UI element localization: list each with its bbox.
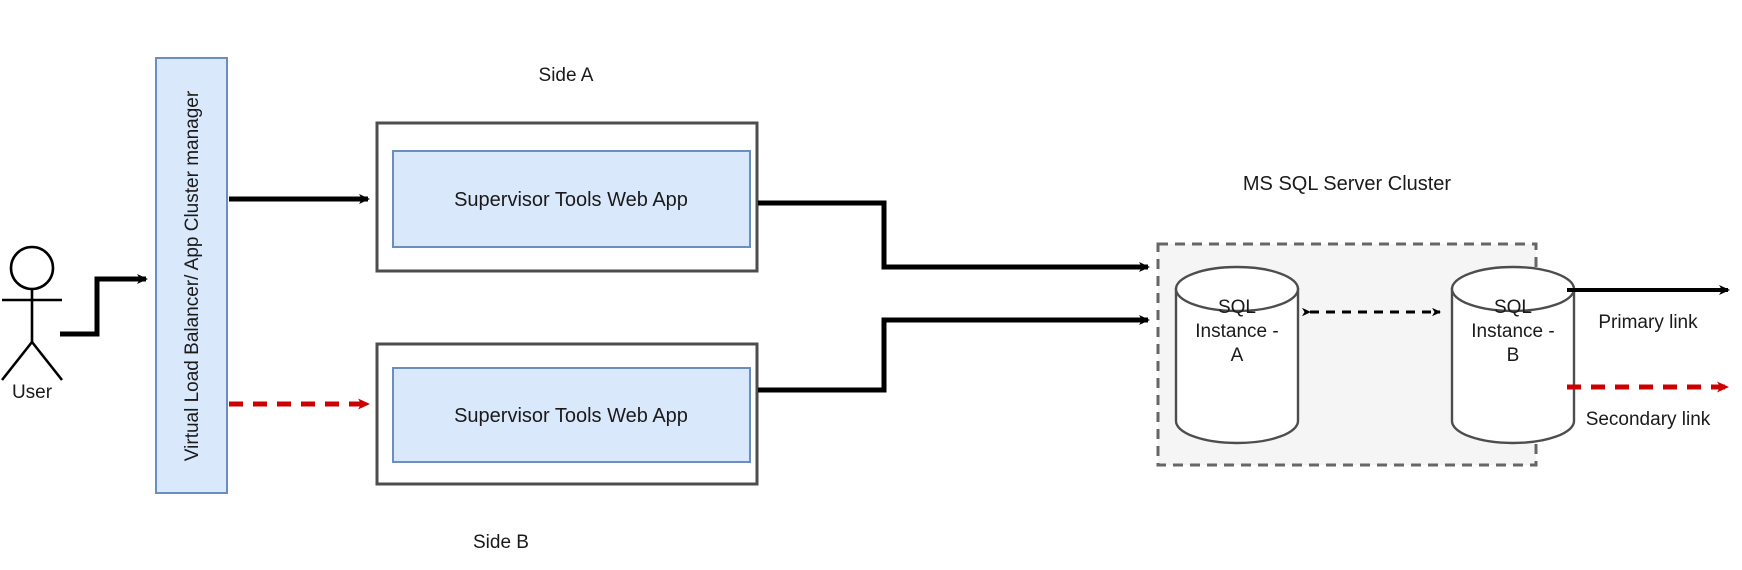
sql-cluster-title: MS SQL Server Cluster (1243, 173, 1452, 195)
sql-instance-a-node[interactable]: SQL Instance - A (1174, 265, 1300, 445)
legend-primary-label: Primary link (1598, 312, 1698, 333)
sql-instance-a-label-line1: SQL (1218, 297, 1256, 318)
user-label: User (12, 382, 53, 403)
load-balancer-node[interactable]: Virtual Load Balancer/ App Cluster manag… (155, 57, 228, 494)
stick-figure-left-leg-icon (0, 341, 34, 381)
legend-secondary-label: Secondary link (1586, 409, 1711, 430)
load-balancer-box[interactable] (155, 57, 228, 494)
connector-side-a-to-cluster (758, 200, 1150, 272)
stick-figure-right-leg-icon (30, 341, 64, 381)
sql-instance-b-label-line3: B (1507, 345, 1520, 366)
sql-instance-b-cylinder-body-icon (1450, 287, 1576, 445)
side-a-app-label: Supervisor Tools Web App (454, 189, 688, 211)
sql-instance-b-label-line1: SQL (1494, 297, 1532, 318)
sql-instance-b-node[interactable]: SQL Instance - B (1450, 265, 1576, 445)
sql-instance-a-label-line2: Instance - (1195, 321, 1278, 342)
sql-cluster-group: MS SQL Server Cluster SQL Instance - A S… (1156, 173, 1576, 467)
sql-instance-a-label-line3: A (1231, 345, 1244, 366)
user-actor: User (0, 245, 64, 403)
stick-figure-head-icon (9, 245, 55, 291)
legend-item-secondary: Secondary link (1567, 381, 1729, 430)
side-b-caption: Side B (473, 532, 529, 553)
sql-instance-a-cylinder-top-icon (1174, 265, 1300, 313)
side-a-app-box[interactable] (392, 150, 751, 248)
legend-item-primary: Primary link (1567, 285, 1730, 333)
side-b-app-label: Supervisor Tools Web App (454, 405, 688, 427)
side-a-group: Side A Supervisor Tools Web App (375, 65, 759, 273)
load-balancer-label: Virtual Load Balancer/ App Cluster manag… (182, 90, 203, 461)
side-b-group: Supervisor Tools Web App Side B (375, 342, 759, 553)
sql-instance-b-label-line2: Instance - (1471, 321, 1554, 342)
connector-side-b-to-cluster (758, 315, 1150, 393)
side-a-caption: Side A (539, 65, 594, 86)
connector-user-to-load-balancer (60, 274, 148, 337)
side-b-app-box[interactable] (392, 367, 751, 463)
sql-instance-a-cylinder-body-icon (1174, 287, 1300, 445)
legend: Primary link Secondary link (1567, 285, 1730, 430)
